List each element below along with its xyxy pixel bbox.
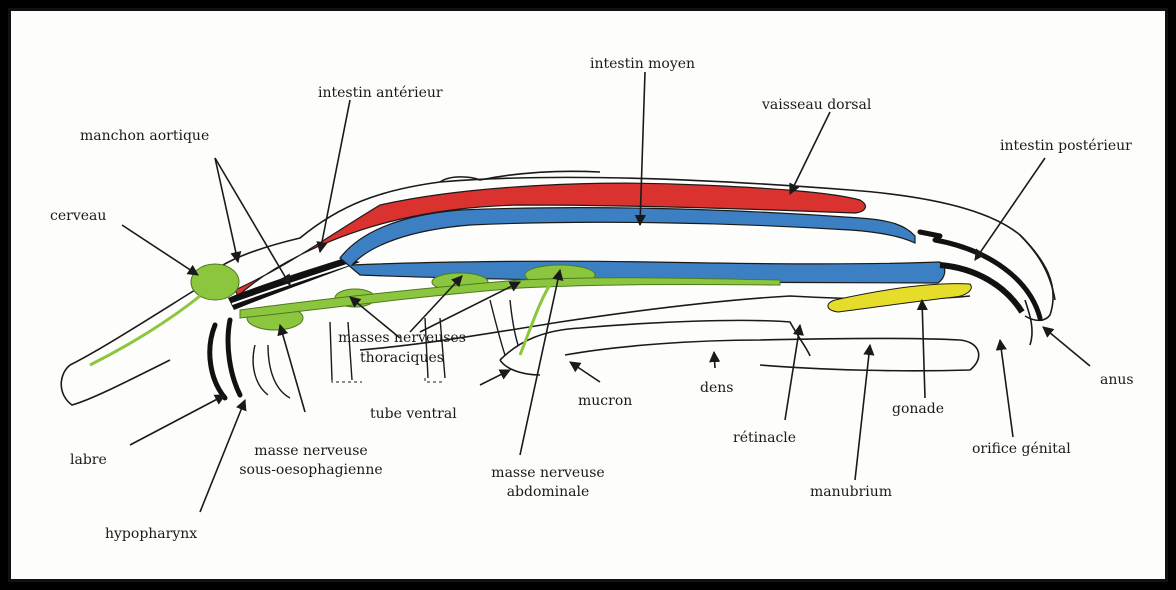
label-intestin-moyen: intestin moyen — [590, 56, 695, 73]
label-sous-oesophagienne: sous-oesophagienne — [226, 462, 396, 479]
label-intestin-anterieur: intestin antérieur — [318, 85, 443, 102]
label-dens: dens — [700, 380, 733, 397]
label-manubrium: manubrium — [810, 484, 892, 501]
label-cerveau: cerveau — [50, 208, 106, 225]
label-intestin-posterieur: intestin postérieur — [1000, 138, 1132, 155]
label-masse-nerveuse-abdominale: masse nerveuse — [478, 465, 618, 482]
label-mucron: mucron — [578, 393, 632, 410]
gonad — [828, 284, 971, 312]
label-tube-ventral: tube ventral — [370, 406, 457, 423]
label-orifice-genital: orifice génital — [972, 441, 1071, 458]
label-masse-nerveuse-sous-oeso: masse nerveuse — [226, 443, 396, 460]
label-abdominale: abdominale — [478, 484, 618, 501]
label-manchon-aortique: manchon aortique — [80, 128, 209, 145]
cerveau-mass — [191, 264, 239, 300]
label-anus: anus — [1100, 372, 1134, 389]
label-vaisseau-dorsal: vaisseau dorsal — [762, 97, 871, 114]
label-gonade: gonade — [892, 401, 944, 418]
label-hypopharynx: hypopharynx — [105, 526, 197, 543]
label-masses-nerveuses: masses nerveuses — [322, 330, 482, 347]
label-labre: labre — [70, 452, 107, 469]
label-thoraciques: thoraciques — [322, 350, 482, 367]
label-retinacle: rétinacle — [733, 430, 796, 447]
